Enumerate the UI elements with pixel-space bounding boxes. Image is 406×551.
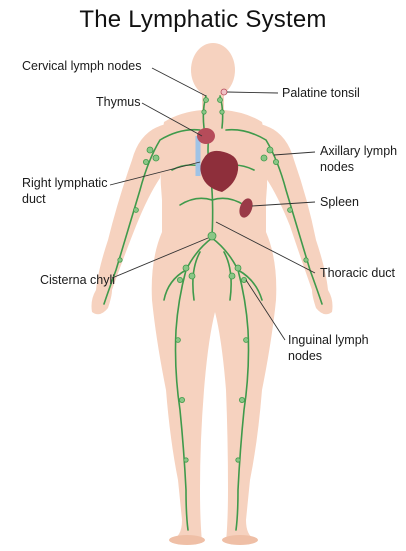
label-thymus: Thymus <box>96 95 140 110</box>
label-right-lymphatic-duct-line1: Right lymphatic <box>22 176 107 191</box>
thymus <box>197 128 215 144</box>
label-cervical-lymph-nodes: Cervical lymph nodes <box>22 59 142 74</box>
label-axillary-line1: Axillary lymph <box>320 144 397 159</box>
label-axillary-line2: nodes <box>320 160 354 175</box>
label-inguinal-line1: Inguinal lymph <box>288 333 369 348</box>
label-right-lymphatic-duct-line2: duct <box>22 192 46 207</box>
label-spleen: Spleen <box>320 195 359 210</box>
body-silhouette <box>92 43 333 545</box>
label-inguinal-line2: nodes <box>288 349 322 364</box>
head <box>191 43 235 97</box>
label-thoracic-duct: Thoracic duct <box>320 266 395 281</box>
label-palatine-tonsil: Palatine tonsil <box>282 86 360 101</box>
palatine-tonsil <box>221 89 227 95</box>
label-cisterna-chyli: Cisterna chyli <box>40 273 115 288</box>
